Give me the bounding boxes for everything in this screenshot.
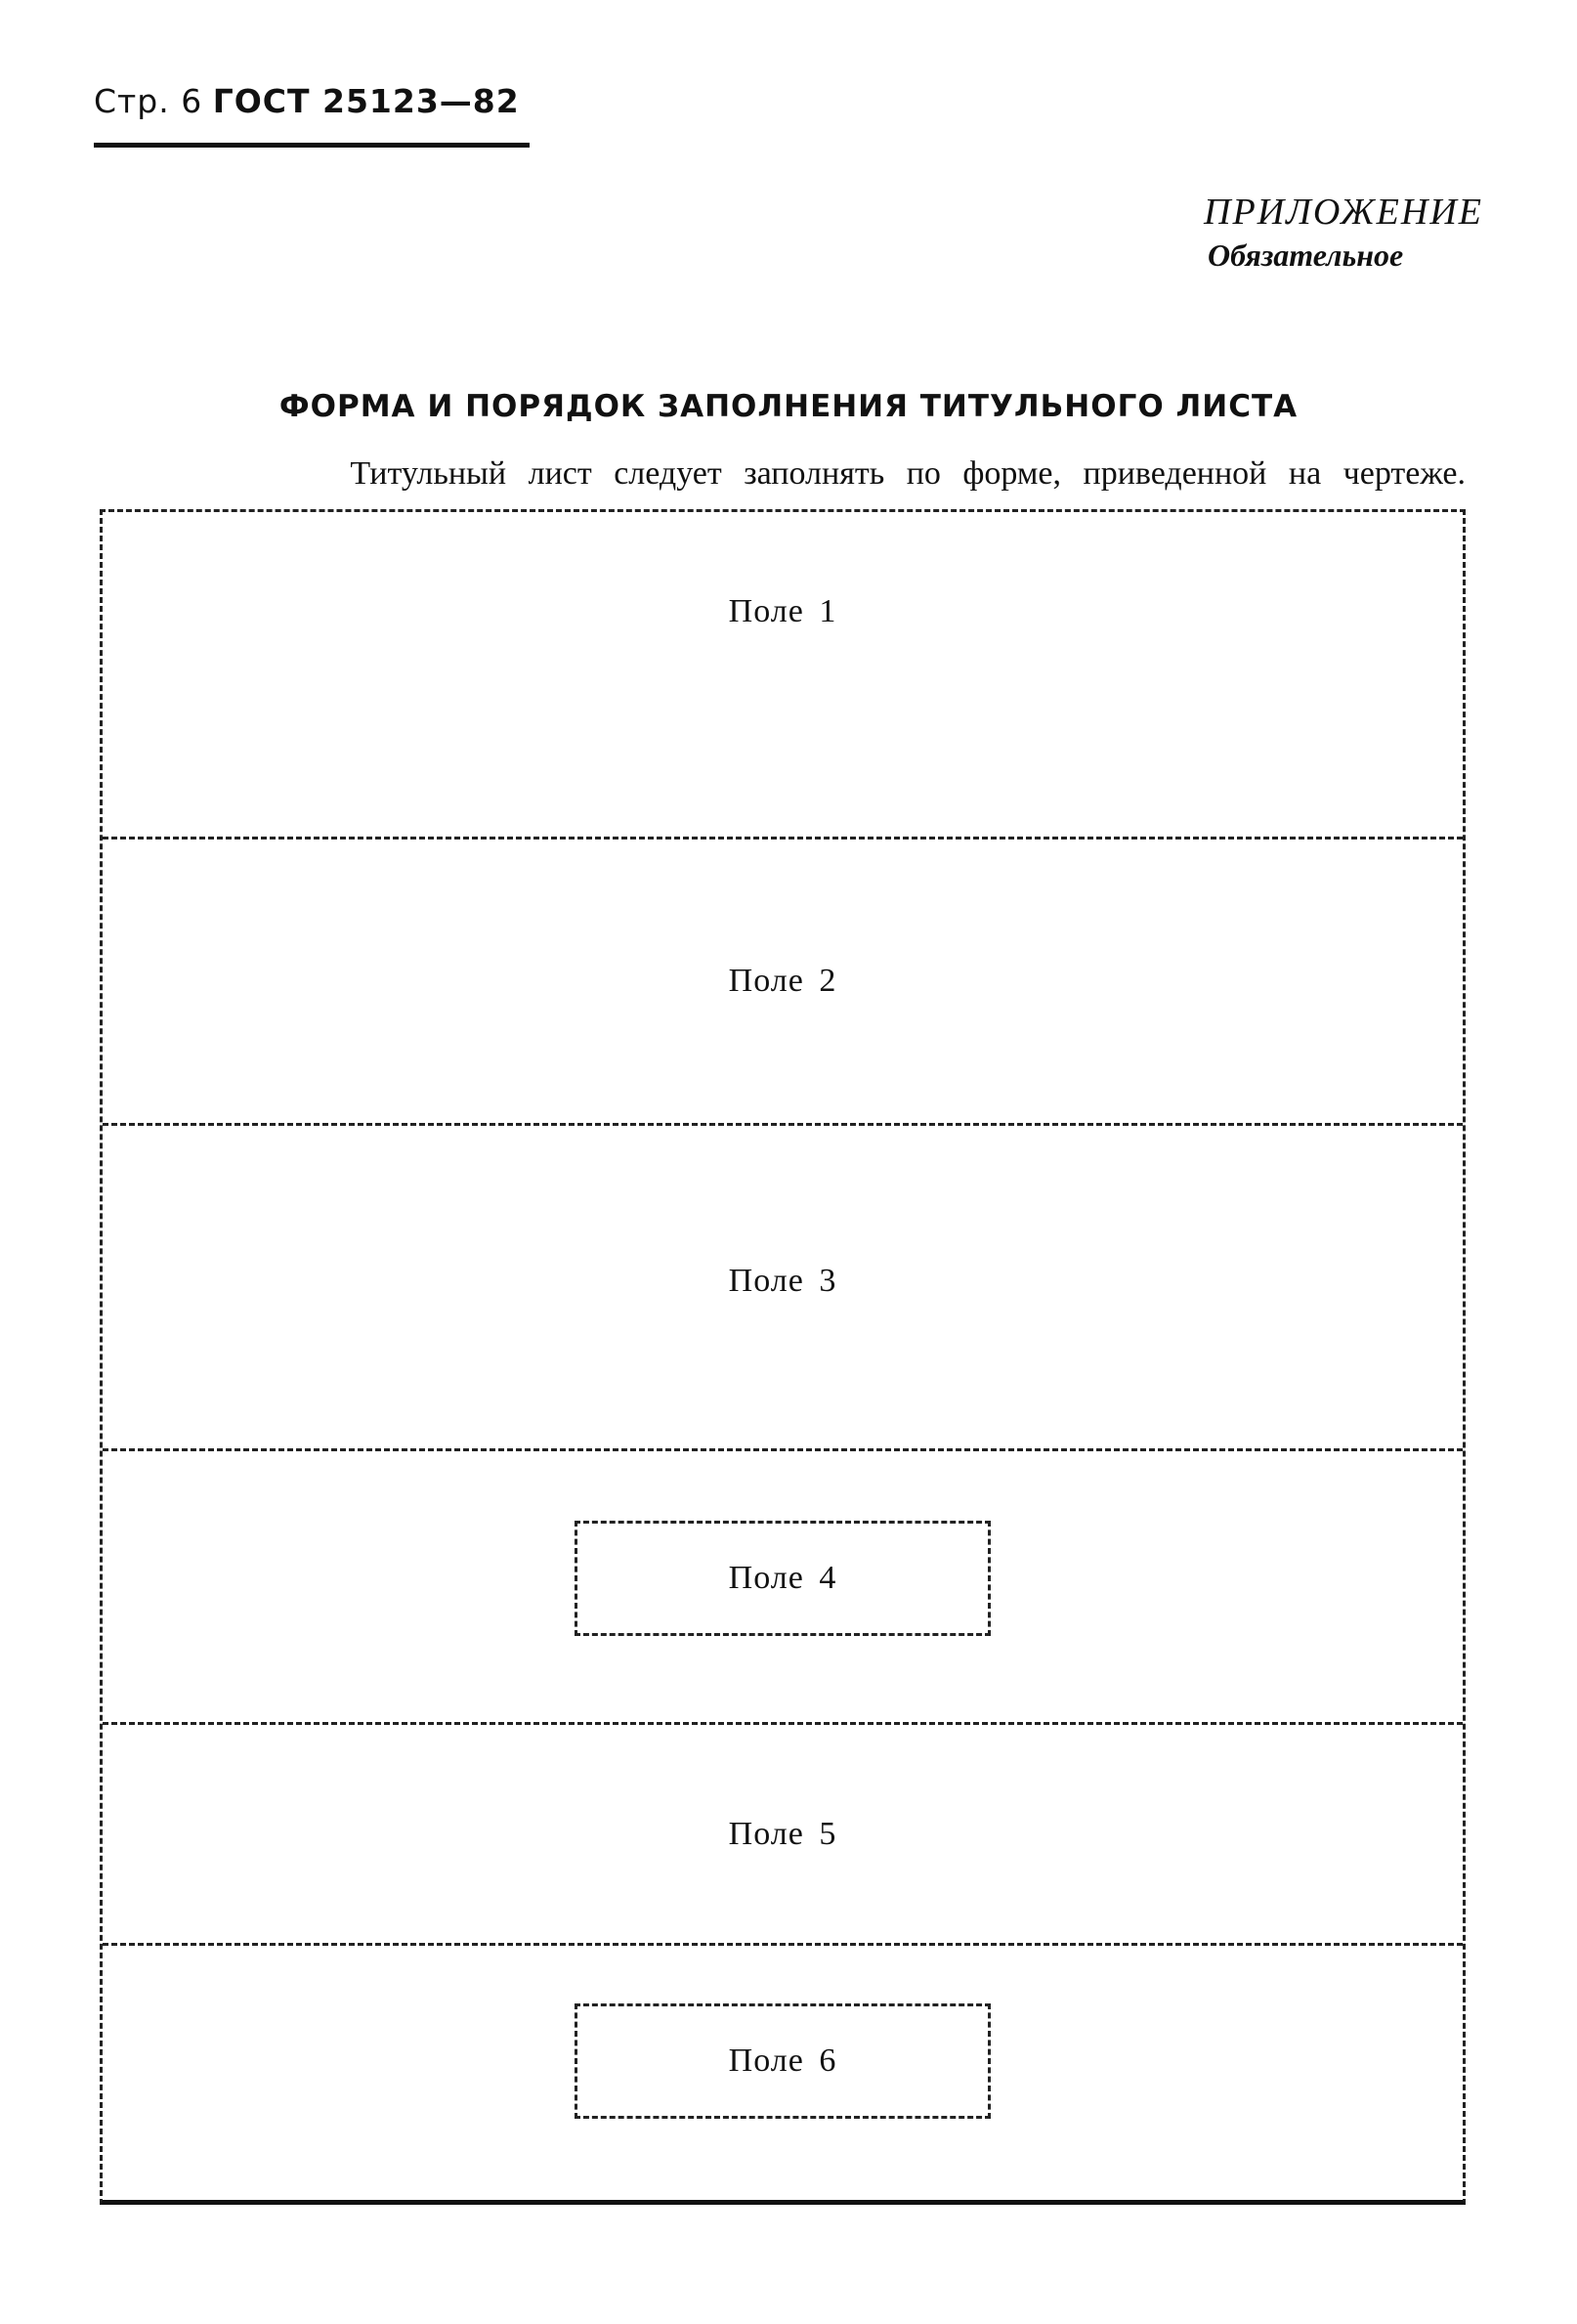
- section-title: ФОРМА И ПОРЯДОК ЗАПОЛНЕНИЯ ТИТУЛЬНОГО ЛИ…: [278, 389, 1299, 424]
- field-5: Поле 5: [103, 1725, 1463, 1946]
- title-page-form: Поле 1 Поле 2 Поле 3 Поле 4 Поле 5 Поле …: [100, 509, 1466, 2205]
- field-6: Поле 6: [103, 1946, 1463, 2200]
- field-1-label: Поле 1: [728, 593, 837, 629]
- field-5-label: Поле 5: [728, 1815, 837, 1852]
- standard-number: ГОСТ 25123—82: [212, 82, 520, 120]
- field-3-label: Поле 3: [728, 1263, 837, 1299]
- field-6-label: Поле 6: [728, 2042, 837, 2079]
- field-4-box: Поле 4: [575, 1520, 991, 1636]
- field-4: Поле 4: [103, 1451, 1463, 1725]
- page-header: Стр. 6 ГОСТ 25123—82: [94, 82, 530, 148]
- page-number: Стр. 6: [94, 82, 203, 120]
- field-6-box: Поле 6: [575, 2002, 991, 2119]
- appendix-block: ПРИЛОЖЕНИЕ Обязательное: [1204, 191, 1483, 275]
- field-3: Поле 3: [103, 1126, 1463, 1451]
- field-2: Поле 2: [103, 839, 1463, 1126]
- field-4-label: Поле 4: [728, 1559, 837, 1596]
- appendix-title: ПРИЛОЖЕНИЕ: [1204, 192, 1483, 233]
- field-1: Поле 1: [103, 512, 1463, 839]
- intro-text: Титульный лист следует заполнять по форм…: [350, 455, 1466, 492]
- appendix-status: Обязательное: [1208, 237, 1404, 273]
- field-2-label: Поле 2: [728, 963, 837, 999]
